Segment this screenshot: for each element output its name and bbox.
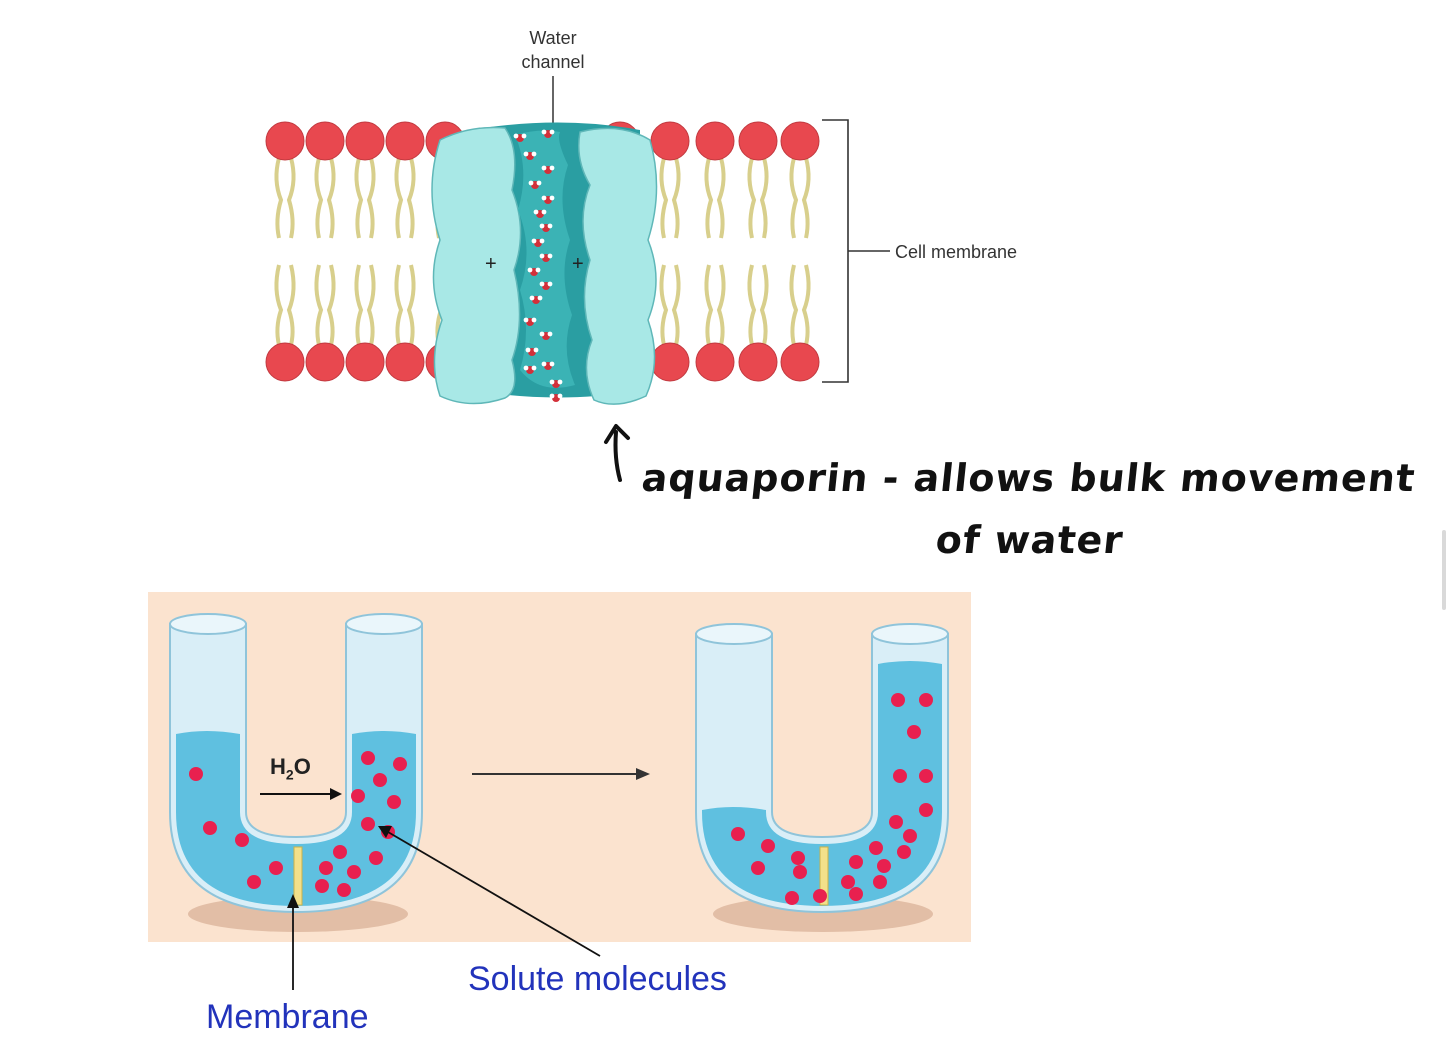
water-molecule [523,365,537,374]
solute-molecule [793,865,807,879]
phospholipid [650,121,690,382]
solute-molecule [315,879,329,893]
solute-molecule [849,887,863,901]
solute-molecule [731,827,745,841]
solute-molecule [907,725,921,739]
solute-molecule [393,757,407,771]
solute-molecule [319,861,333,875]
channel-right-half [578,127,658,405]
water-molecule [541,195,555,204]
osmosis-diagram [148,592,971,942]
solute-molecule [361,817,375,831]
annotation-arrow [604,424,630,482]
scrollbar[interactable] [1442,530,1446,610]
solute-molecule [813,889,827,903]
channel-left-half [431,126,522,405]
solute-molecule [891,693,905,707]
phospholipid [695,121,735,382]
charge-right: + [572,253,584,275]
solute-molecule [869,841,883,855]
water-molecule [539,281,553,290]
phospholipid [265,121,305,382]
solute-molecule [347,865,361,879]
water-molecule [513,133,527,142]
membrane-after [819,846,829,906]
solute-molecule [897,845,911,859]
water-molecule [527,267,541,276]
membrane-diagram [265,76,890,405]
solute-molecule [889,815,903,829]
water-molecule [549,379,563,388]
water-molecule [549,393,563,402]
water-molecule [539,223,553,232]
charge-left: + [485,253,497,275]
phospholipid [385,121,425,382]
aquaporin-channel [431,122,658,405]
solute-molecule [791,851,805,865]
u-tube-before [169,613,423,914]
solute-molecule [189,767,203,781]
solute-molecule [873,875,887,889]
water-molecule [539,253,553,262]
solute-molecule [269,861,283,875]
water-molecule [528,180,542,189]
cell-membrane-label: Cell membrane [895,242,1018,262]
solute-molecule [893,769,907,783]
water-molecule [539,331,553,340]
phospholipid [780,121,820,382]
water-molecule [523,317,537,326]
u-tube-after [695,623,949,914]
water-molecule [533,209,547,218]
solute-molecule [919,803,933,817]
solute-molecule [333,845,347,859]
solute-molecule [361,751,375,765]
h2o-label: H2O [270,754,311,783]
solute-molecule [351,789,365,803]
membrane-before [293,846,303,906]
phospholipid [738,121,778,382]
solute-molecule [849,855,863,869]
solute-molecule [919,693,933,707]
water-molecules [513,129,563,402]
solute-molecule [247,875,261,889]
membrane-label: Membrane [206,998,369,1036]
water-molecule [541,165,555,174]
solute-molecule [235,833,249,847]
water-molecule [523,151,537,160]
solute-molecule [751,861,765,875]
solute-molecules-label: Solute molecules [468,960,727,998]
water-molecule [529,295,543,304]
solute-molecule [785,891,799,905]
solute-molecule [337,883,351,897]
water-before [176,731,416,906]
solute-molecule [903,829,917,843]
solute-molecule [203,821,217,835]
solute-molecule [369,851,383,865]
solute-molecules-after [731,693,933,905]
solute-molecule [761,839,775,853]
solute-molecule [373,773,387,787]
water-channel-label: Water channel [521,28,585,72]
solute-pointer [387,831,601,957]
phospholipid [305,121,345,382]
water-molecule [541,129,555,138]
solute-molecule [841,875,855,889]
solute-molecule [919,769,933,783]
water-molecule [531,238,545,247]
water-molecule [525,347,539,356]
water-molecule [541,361,555,370]
phospholipid [345,121,385,382]
solute-molecule [877,859,891,873]
solute-molecule [387,795,401,809]
